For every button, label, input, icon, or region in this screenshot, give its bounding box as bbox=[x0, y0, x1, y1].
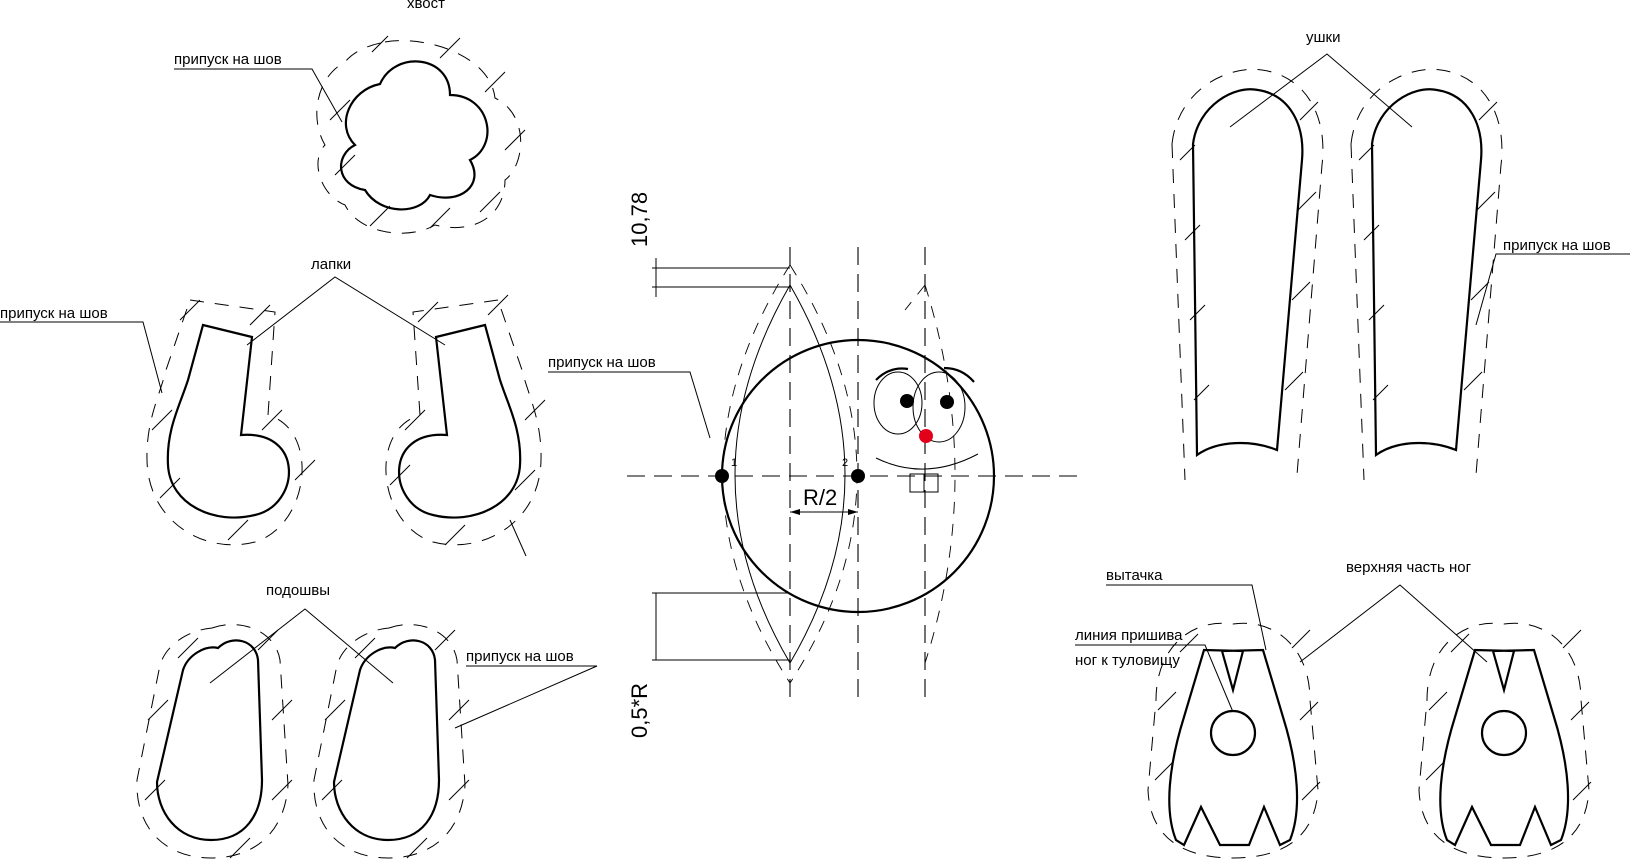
leg-right-outline bbox=[1439, 648, 1570, 847]
tail-piece: хвост припуск на шов bbox=[174, 0, 526, 234]
leg-left-hatching bbox=[1154, 629, 1321, 801]
ear-left-hatching bbox=[1179, 101, 1319, 401]
ears-seam-label: припуск на шов bbox=[1503, 237, 1611, 254]
sole-right-hatching bbox=[321, 629, 470, 859]
attach-line-leader bbox=[1075, 644, 1234, 713]
bunny-brow-right bbox=[943, 366, 975, 383]
bottom-offset-label: 0,5*R bbox=[627, 683, 652, 738]
point-1-label: 1 bbox=[731, 457, 737, 469]
bunny-eye-right-outline bbox=[912, 371, 966, 443]
dart-leader bbox=[1106, 584, 1267, 651]
sole-left-hatching bbox=[144, 629, 293, 859]
leg-right-attach-circle bbox=[1480, 709, 1528, 757]
sole-right-seam bbox=[313, 624, 466, 859]
head-seam-label: припуск на шов bbox=[548, 354, 656, 371]
leg-right-hatching bbox=[1425, 629, 1592, 801]
paw-right-tick bbox=[509, 519, 527, 557]
bunny-face bbox=[873, 366, 979, 493]
leg-left-seam bbox=[1147, 622, 1319, 859]
paw-right-seam bbox=[385, 299, 542, 546]
bunny-eye-left-outline bbox=[873, 371, 923, 435]
bunny-mouth bbox=[875, 453, 979, 470]
ear-right-hatching bbox=[1358, 101, 1498, 401]
tail-label: хвост bbox=[407, 0, 445, 12]
bunny-pupil-left bbox=[900, 394, 914, 408]
point-2-label: 2 bbox=[842, 457, 848, 469]
gusset-seam-left bbox=[722, 264, 791, 684]
leg-left-outline bbox=[1168, 648, 1299, 847]
paw-right-hatching bbox=[389, 294, 546, 546]
paw-right-outline bbox=[398, 323, 522, 519]
bunny-pupil-right bbox=[940, 395, 954, 409]
bunny-brow-left bbox=[875, 367, 909, 381]
head-seam-right bbox=[924, 284, 956, 664]
paw-left-hatching bbox=[151, 299, 316, 541]
point-2-marker bbox=[851, 469, 865, 483]
leg-right-seam bbox=[1418, 622, 1590, 859]
head-construction: 1 2 R/2 10,78 0,5*R припуск на шов bbox=[548, 192, 1085, 738]
soles-pieces: подошвы припуск на шов bbox=[136, 582, 598, 859]
upper-legs-pieces: верхняя часть ног вытачка линия пришива bbox=[1075, 559, 1592, 859]
paws-seam-leader bbox=[0, 321, 163, 394]
bunny-nose bbox=[919, 429, 933, 443]
ears-pieces: ушки припуск на шов bbox=[1171, 29, 1630, 481]
leg-left-attach-circle bbox=[1209, 709, 1257, 757]
bunny-tooth-left bbox=[909, 473, 925, 493]
attach-line-label-2: ног к туловищу bbox=[1075, 652, 1180, 669]
paw-left-outline bbox=[166, 323, 290, 519]
soles-label: подошвы bbox=[266, 582, 330, 599]
ears-label: ушки bbox=[1306, 29, 1340, 46]
bunny-tooth-right bbox=[923, 473, 939, 493]
gusset-seam-right bbox=[789, 264, 858, 684]
sole-right-outline bbox=[332, 639, 441, 842]
soles-seam-leader bbox=[454, 665, 598, 729]
ear-left-seam bbox=[1171, 68, 1324, 481]
attach-line-label-1: линия пришива bbox=[1075, 627, 1183, 644]
paw-left-seam bbox=[146, 299, 303, 546]
upper-legs-leader bbox=[1299, 584, 1488, 663]
ears-leader bbox=[1229, 53, 1413, 128]
head-seam-top-tick bbox=[904, 284, 926, 311]
half-radius-label: R/2 bbox=[803, 485, 837, 510]
tail-hatching bbox=[329, 35, 526, 229]
upper-legs-label: верхняя часть ног bbox=[1346, 559, 1472, 576]
soles-seam-label: припуск на шов bbox=[466, 648, 574, 665]
paws-leader bbox=[246, 276, 446, 346]
sole-left-seam bbox=[136, 624, 289, 859]
ear-left-outline bbox=[1191, 88, 1304, 458]
head-seam-leader bbox=[548, 371, 711, 439]
paws-label: лапки bbox=[311, 256, 351, 273]
tail-seam-leader bbox=[174, 68, 343, 123]
tail-seam-allowance bbox=[316, 40, 522, 234]
paws-pieces: лапки припуск на шов bbox=[0, 256, 546, 557]
point-1-marker bbox=[715, 469, 729, 483]
sole-left-outline bbox=[155, 639, 264, 842]
tail-outline bbox=[340, 60, 489, 211]
tail-seam-label: припуск на шов bbox=[174, 51, 282, 68]
ear-right-seam bbox=[1350, 68, 1503, 481]
ear-right-outline bbox=[1370, 88, 1483, 458]
top-offset-label: 10,78 bbox=[627, 192, 652, 247]
dart-label: вытачка bbox=[1106, 567, 1163, 584]
ears-seam-leader bbox=[1475, 253, 1630, 326]
paws-seam-label: припуск на шов bbox=[0, 305, 108, 322]
soles-leader bbox=[209, 608, 394, 684]
